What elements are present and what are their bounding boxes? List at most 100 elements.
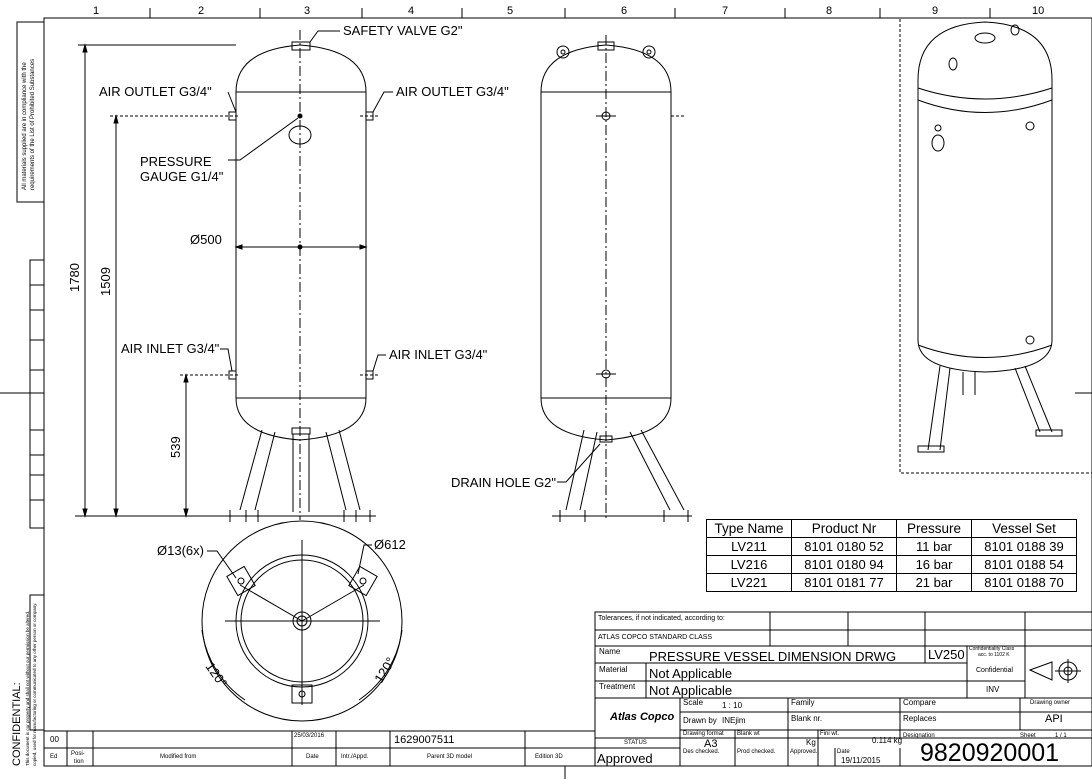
grid-number-6: 6 (621, 5, 628, 17)
cell-pressure: 21 bar (896, 573, 972, 592)
fini-wt-value: 0.114 kg (872, 736, 903, 745)
table-row: LV216 8101 0180 94 16 bar 8101 0188 54 (706, 555, 1077, 574)
revision-date: 25/03/2016 (294, 733, 325, 739)
header-pressure: Pressure (896, 519, 972, 538)
approved-label: Approved. (790, 749, 818, 755)
atlas-copco-logo: Atlas Copco (610, 711, 675, 723)
cell-product-nr: 8101 0180 52 (791, 537, 897, 556)
air-inlet-left-label: AIR INLET G3/4" (121, 341, 220, 356)
grid-ticks (149, 8, 991, 18)
header-type-name: Type Name (706, 519, 792, 538)
pressure-gauge-label-2: GAUGE G1/4" (140, 169, 224, 184)
drawing-format-label: Drawing format (683, 731, 724, 737)
replaces-label: Replaces (903, 714, 937, 723)
cell-vessel-set: 8101 0188 54 (971, 555, 1077, 574)
cell-product-nr: 8101 0180 94 (791, 555, 897, 574)
revision-parent: 1629007511 (394, 734, 455, 746)
drawing-format-value: A3 (704, 738, 718, 750)
air-inlet-right-label: AIR INLET G3/4" (389, 347, 488, 362)
cell-pressure: 11 bar (896, 537, 972, 556)
grid-number-8: 8 (826, 5, 833, 17)
status-value: Approved (597, 751, 653, 766)
date-value: 19/11/2015 (841, 756, 881, 765)
grid-number-3: 3 (304, 5, 311, 17)
vertical-dimensions (75, 43, 236, 518)
header-vessel-set: Vessel Set (971, 519, 1077, 538)
grid-number-2: 2 (198, 5, 205, 17)
revision-ed: 00 (50, 735, 59, 744)
drawn-by-label: Drawn by (683, 716, 717, 725)
iso-view-vessel (917, 21, 1063, 453)
col-edition-3d: Edition 3D (535, 754, 563, 760)
cell-type-name: LV221 (706, 573, 792, 592)
grid-number-9: 9 (932, 5, 939, 17)
title-block-lines (594, 611, 1092, 767)
pressure-gauge-label-1: PRESSURE (140, 154, 212, 169)
cell-vessel-set: 8101 0188 39 (971, 537, 1077, 556)
model-name: LV250 (928, 647, 965, 662)
spec-table-header: Type Name Product Nr Pressure Vessel Set (706, 519, 1077, 538)
compare-label: Compare (903, 698, 936, 707)
compliance-note-line1: All materials supplied are in compliance… (22, 62, 28, 190)
compliance-note-line2: requirements of the List of Prohibited S… (30, 58, 36, 190)
cell-type-name: LV211 (706, 537, 792, 556)
drawn-by-value: INEjim (722, 716, 746, 725)
air-outlet-left-label: AIR OUTLET G3/4" (99, 84, 212, 99)
col-parent-3d: Parent 3D model (427, 754, 473, 760)
blank-wt-unit: Kg (806, 738, 816, 747)
grid-number-7: 7 (722, 5, 729, 17)
grid-number-1: 1 (93, 5, 100, 17)
standard-class: ATLAS COPCO STANDARD CLASS (598, 634, 713, 641)
base-diameter-dimension: Ø612 (374, 537, 406, 552)
drawing-name: PRESSURE VESSEL DIMENSION DRWG (649, 649, 897, 664)
table-row: LV221 8101 0181 77 21 bar 8101 0188 70 (706, 573, 1077, 592)
front-view-vessel (110, 30, 393, 522)
col-position-1: Posi- (71, 751, 85, 757)
height-inlet-dimension: 539 (168, 436, 183, 458)
cell-pressure: 16 bar (896, 555, 972, 574)
material-label: Material (599, 665, 628, 674)
drawing-owner-label: Drawing owner (1030, 700, 1071, 706)
col-date: Date (306, 754, 319, 760)
col-modified-from: Modified from (160, 754, 197, 760)
bottom-view (201, 520, 403, 722)
header-product-nr: Product Nr (791, 519, 897, 538)
grid-number-5: 5 (507, 5, 514, 17)
name-label: Name (599, 647, 621, 656)
drawing-owner-value: API (1045, 713, 1063, 725)
fini-wt-label: Fini wt. (820, 731, 840, 737)
spec-table: Type Name Product Nr Pressure Vessel Set… (706, 519, 1077, 592)
revision-block-lines (43, 730, 596, 767)
sheet-value: 1 / 1 (1055, 733, 1067, 739)
cell-vessel-set: 8101 0188 70 (971, 573, 1077, 592)
des-checked-label: Des checked. (683, 749, 720, 755)
prod-checked-label: Prod checked. (737, 749, 776, 755)
blank-nr-label: Blank nr. (791, 714, 823, 723)
conf-class-value: Confidential (976, 667, 1013, 674)
col-ed: Ed (50, 754, 58, 760)
safety-valve-label: SAFETY VALVE G2" (343, 23, 463, 38)
conf-class-line2: acc. to 1102 K (978, 652, 1010, 658)
sheet-label: Sheet (1020, 733, 1036, 739)
treatment-label: Treatment (599, 682, 636, 691)
confidential-title: CONFIDENTIAL: (11, 682, 23, 766)
cell-product-nr: 8101 0181 77 (791, 573, 897, 592)
treatment-value: Not Applicable (649, 683, 733, 698)
tolerances-label: Tolerances, if not indicated, according … (598, 615, 725, 622)
designation-value: 9820920001 (920, 739, 1060, 767)
height-total-dimension: 1780 (67, 263, 82, 292)
confidential-line1: This document is our property and shall … (25, 610, 30, 766)
inv-label: INV (986, 685, 1000, 694)
material-value: Not Applicable (649, 666, 733, 681)
date-label: Date (837, 749, 850, 755)
family-label: Family (791, 698, 815, 707)
scale-value: 1 : 10 (722, 701, 743, 710)
col-intr-appd: Intr./Appd. (341, 754, 369, 760)
diameter-dimension: Ø500 (190, 232, 222, 247)
air-outlet-right-label: AIR OUTLET G3/4" (396, 84, 509, 99)
iso-view-frame (899, 17, 1092, 474)
table-row: LV211 8101 0180 52 11 bar 8101 0188 39 (706, 537, 1077, 556)
blank-wt-label: Blank wt (737, 731, 760, 737)
confidential-line2: copied, used for manufacturing or commun… (32, 602, 37, 766)
